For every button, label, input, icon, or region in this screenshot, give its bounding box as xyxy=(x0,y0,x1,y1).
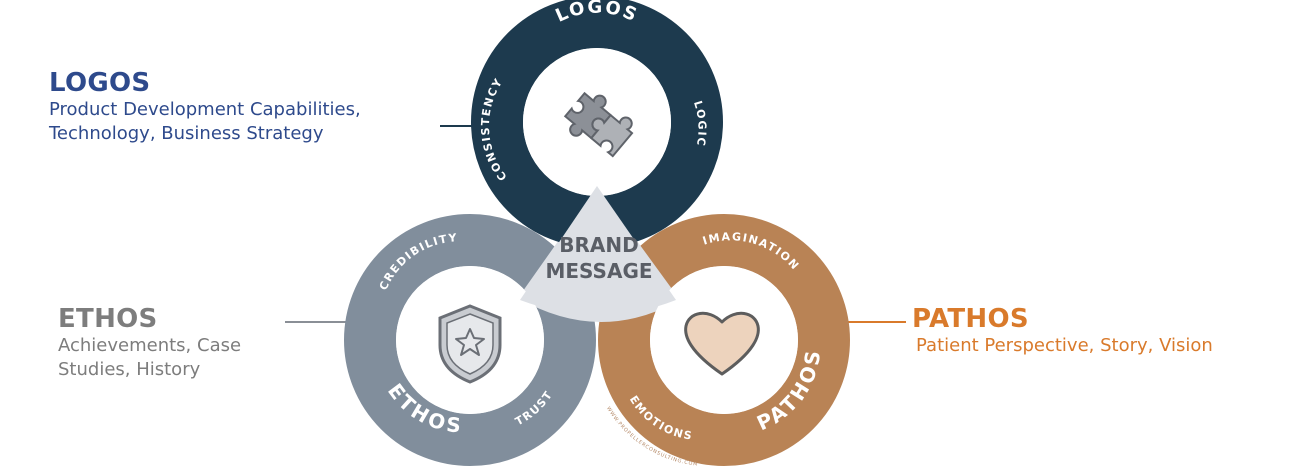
message-label: MESSAGE xyxy=(545,259,652,283)
puzzle-icon xyxy=(563,91,634,158)
pathos-label-title: PATHOS xyxy=(912,304,1029,334)
ethos-label-desc-line2: Studies, History xyxy=(58,359,201,380)
brand-label: BRAND xyxy=(559,233,638,257)
logos-connector-line xyxy=(440,125,480,127)
pathos-label-desc-line1: Patient Perspective, Story, Vision xyxy=(916,335,1213,356)
brand-message-triangle-fill xyxy=(520,186,676,315)
logos-label-desc-line1: Product Development Capabilities, xyxy=(49,99,361,120)
logos-label-block: LOGOS Product Development Capabilities, … xyxy=(49,68,361,146)
pathos-connector-line xyxy=(846,321,906,323)
pathos-ring xyxy=(598,214,850,466)
pathos-label-block: PATHOS Patient Perspective, Story, Visio… xyxy=(912,304,1213,358)
shield-star-icon xyxy=(438,304,502,384)
ethos-ring xyxy=(344,214,596,466)
ethos-label-desc-line1: Achievements, Case xyxy=(58,335,242,356)
logos-label-desc-line2: Technology, Business Strategy xyxy=(49,123,324,144)
ethos-label-block: ETHOS Achievements, Case Studies, Histor… xyxy=(58,304,241,382)
heart-icon xyxy=(684,311,760,376)
logos-label-title: LOGOS xyxy=(49,68,151,98)
ethos-label-title: ETHOS xyxy=(58,304,158,334)
ethos-connector-line xyxy=(285,321,347,323)
